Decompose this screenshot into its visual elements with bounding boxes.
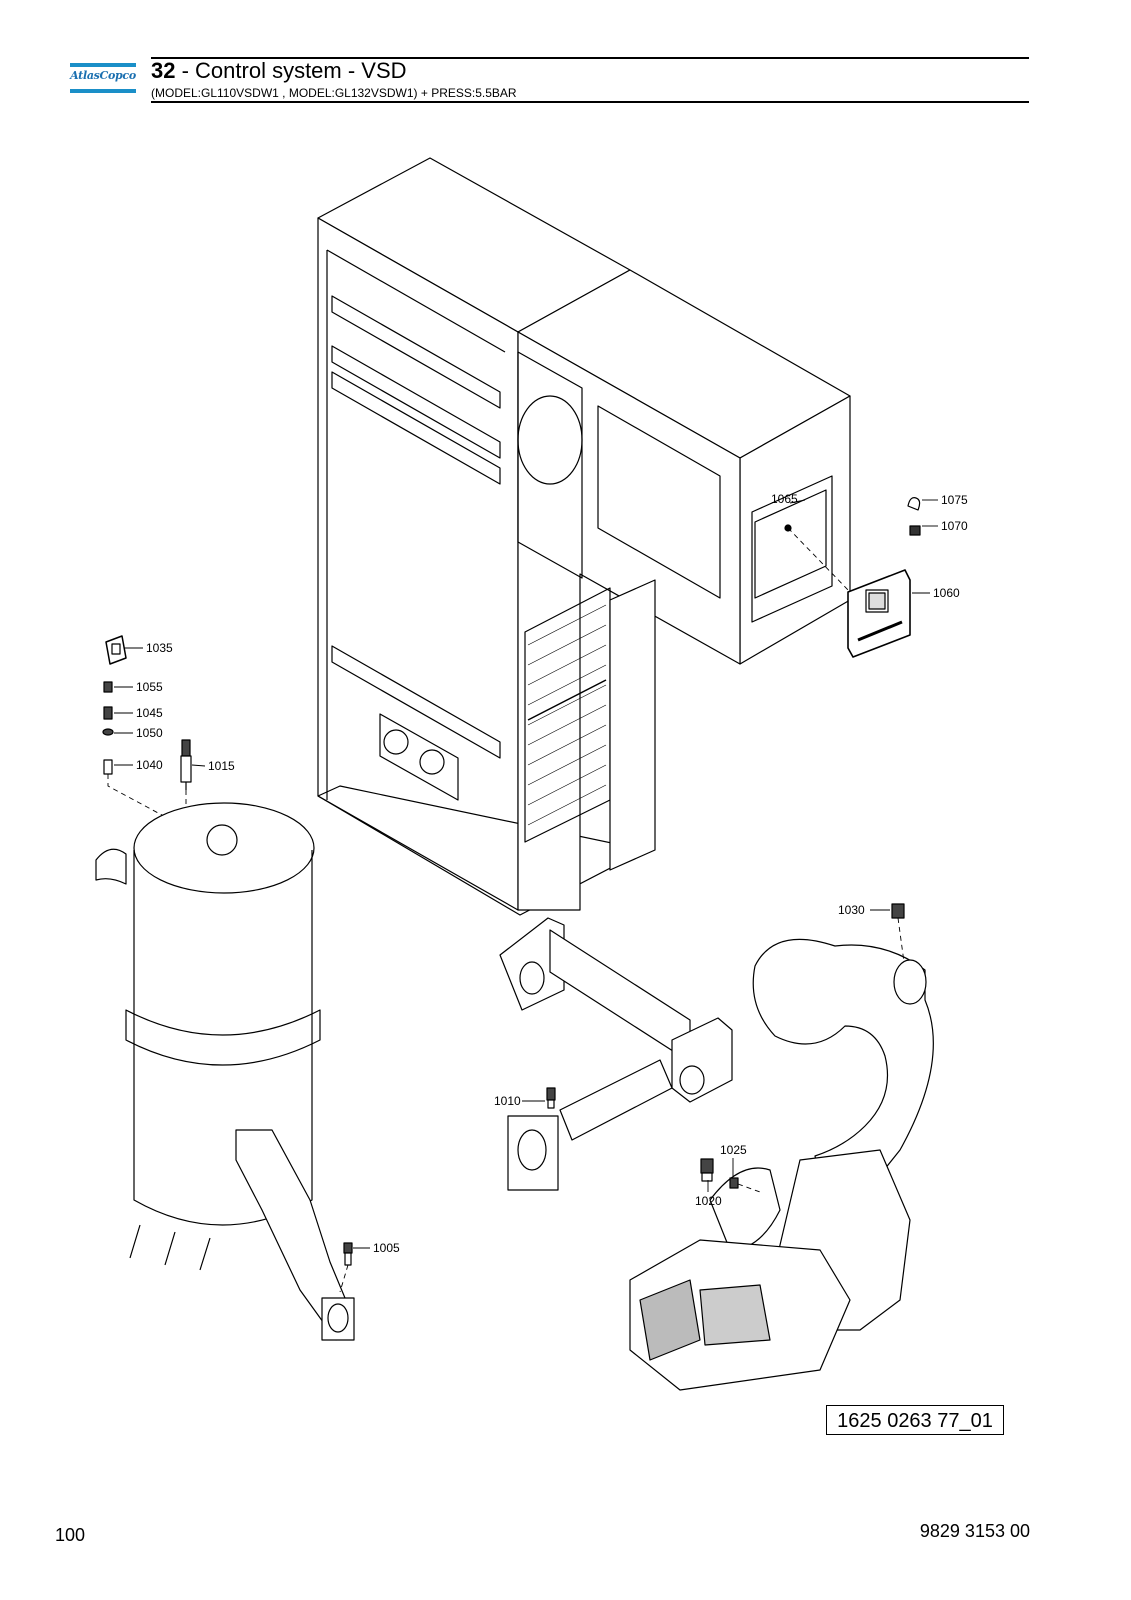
document-number: 9829 3153 00 <box>919 1521 1030 1541</box>
callout-1045: 1045 <box>136 706 163 720</box>
callout-1030: 1030 <box>838 903 865 917</box>
callout-1035: 1035 <box>146 641 173 655</box>
part-1045-icon <box>103 706 113 720</box>
sensor-1015 <box>180 739 192 790</box>
page-subtitle: (MODEL:GL110VSDW1 , MODEL:GL132VSDW1) + … <box>151 86 517 100</box>
callout-1070: 1070 <box>941 519 968 533</box>
callout-1055: 1055 <box>136 680 163 694</box>
atlas-copco-logo: AtlasCopco <box>70 63 136 93</box>
section-title: - Control system - VSD <box>175 58 407 83</box>
callout-1075: 1075 <box>941 493 968 507</box>
compressor-cabinet <box>317 157 851 916</box>
callout-1020: 1020 <box>695 1194 722 1208</box>
part-1070-icon <box>909 525 921 536</box>
controller-1060 <box>847 569 911 658</box>
part-1025-icon <box>729 1177 739 1189</box>
figure-number: 1625 0263 77_01 <box>826 1405 1004 1435</box>
page-title: 32 - Control system - VSD <box>151 58 407 84</box>
solenoid-1035 <box>105 635 127 665</box>
section-number: 32 <box>151 58 176 83</box>
header-rule-bottom <box>151 101 1029 103</box>
callout-1005: 1005 <box>373 1241 400 1255</box>
compressor-element <box>629 938 934 1391</box>
callout-1050: 1050 <box>136 726 163 740</box>
sensor-1005 <box>343 1242 353 1266</box>
fitting-1030 <box>891 903 905 919</box>
callout-1040: 1040 <box>136 758 163 772</box>
callout-leaders <box>114 499 938 1249</box>
callout-1015: 1015 <box>208 759 235 773</box>
separator-vessel <box>95 802 355 1341</box>
part-1050-icon <box>102 728 114 736</box>
callout-1060: 1060 <box>933 586 960 600</box>
switch-1020 <box>700 1158 714 1182</box>
exploded-parts-drawing: 1075 1070 1060 1065 1035 1055 1045 1050 … <box>95 157 968 1391</box>
page-number: 100 <box>55 1525 86 1545</box>
callout-1025: 1025 <box>720 1143 747 1157</box>
part-1075-icon <box>907 497 921 511</box>
callout-1065: 1065 <box>771 492 798 506</box>
cooler-assembly <box>499 917 733 1191</box>
part-1055-icon <box>103 681 113 693</box>
callout-1010: 1010 <box>494 1094 521 1108</box>
header-rule-top <box>151 57 1029 59</box>
part-1040-icon <box>103 759 113 775</box>
screw-1065 <box>784 524 792 532</box>
sensor-1010 <box>546 1087 556 1109</box>
